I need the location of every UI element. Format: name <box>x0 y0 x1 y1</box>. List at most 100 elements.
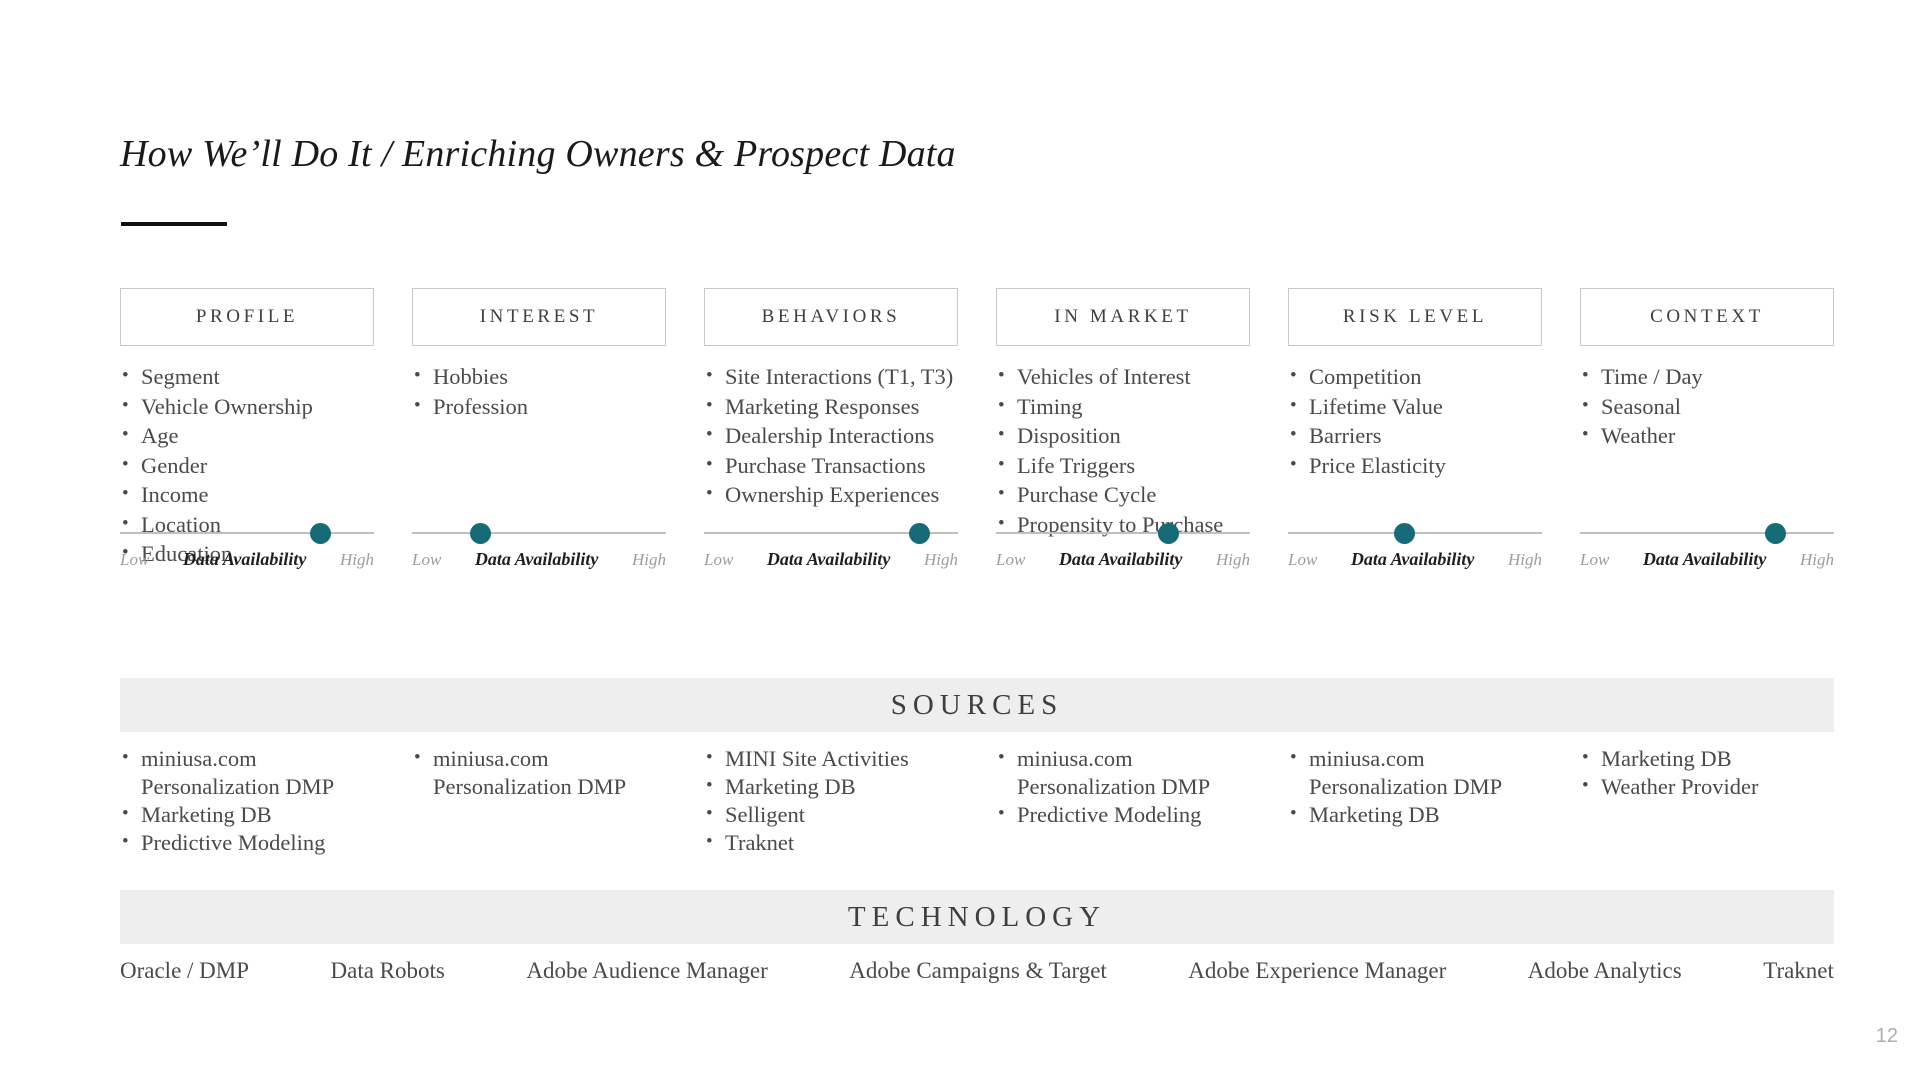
list-item: Vehicle Ownership <box>120 391 374 422</box>
slider-track[interactable] <box>704 523 958 544</box>
list-item: Purchase Transactions <box>704 450 958 481</box>
list-item: Purchase Cycle <box>996 479 1250 510</box>
slider-track[interactable] <box>1288 523 1542 544</box>
attribute-list: HobbiesProfession <box>412 361 666 422</box>
slider-handle[interactable] <box>1765 523 1787 544</box>
source-item: Marketing DB <box>120 800 374 829</box>
slider-line <box>120 532 374 534</box>
list-item: Life Triggers <box>996 450 1250 481</box>
source-list: miniusa.com Personalization DMPPredictiv… <box>996 744 1250 857</box>
slider-mid-label: Data Availability <box>766 549 891 569</box>
list-item: Profession <box>412 391 666 422</box>
category-header-profile[interactable]: PROFILE <box>120 288 374 346</box>
category-column: INTEREST HobbiesProfessionLowData Availab… <box>412 288 666 569</box>
slider-high-label: High <box>339 550 374 569</box>
category-header-label: IN MARKET <box>1054 306 1192 327</box>
source-item: Selligent <box>704 800 958 829</box>
list-item: Income <box>120 479 374 510</box>
slider-labels: Low Data Availability High <box>120 549 374 570</box>
slider-mid-label: Data Availability <box>182 549 307 569</box>
category-header-risk-level[interactable]: RISK LEVEL <box>1288 288 1542 346</box>
list-item: Lifetime Value <box>1288 391 1542 422</box>
source-item: Traknet <box>704 828 958 857</box>
source-item: miniusa.com Personalization DMP <box>412 744 666 801</box>
slider-handle[interactable] <box>1394 523 1416 544</box>
data-availability-slider[interactable]: Low Data Availability High <box>1288 523 1542 570</box>
category-header-label: PROFILE <box>195 306 299 327</box>
slider-labels: Low Data Availability High <box>1288 549 1542 570</box>
slider-mid-label: Data Availability <box>1350 549 1475 569</box>
category-column: BEHAVIORSSite Interactions (T1, T3)Marke… <box>704 288 958 569</box>
technology-band-label: TECHNOLOGY <box>847 900 1107 933</box>
slider-low-label: Low <box>1288 550 1318 569</box>
slider-track[interactable] <box>120 523 374 544</box>
slider-handle[interactable] <box>909 523 931 544</box>
slider-high-label: High <box>631 550 666 569</box>
technology-row: Oracle / DMP Data Robots Adobe Audience Ma… <box>120 958 1834 984</box>
slider-low-label: Low <box>996 550 1026 569</box>
slider-high-label: High <box>1507 550 1542 569</box>
source-item: MINI Site Activities <box>704 744 958 773</box>
category-header-label: CONTEXT <box>1650 306 1764 327</box>
list-item: Ownership Experiences <box>704 479 958 510</box>
list-item: Dealership Interactions <box>704 420 958 451</box>
list-item: Hobbies <box>412 361 666 392</box>
slider-track[interactable] <box>1580 523 1834 544</box>
technology-item: Data Robots <box>330 958 445 983</box>
page-title: How We’ll Do It / Enriching Owners & Pro… <box>120 133 956 175</box>
category-column: CONTEXTTime / DaySeasonalWeatherLowData … <box>1580 288 1834 569</box>
category-column: PROFILE SegmentVehicle OwnershipAgeGender… <box>120 288 374 569</box>
slider-track[interactable] <box>996 523 1250 544</box>
category-columns: PROFILE SegmentVehicle OwnershipAgeGender… <box>120 288 1834 569</box>
slider-mid-label: Data Availability <box>1642 549 1767 569</box>
source-item: miniusa.com Personalization DMP <box>120 744 374 801</box>
slider-line <box>1580 532 1834 534</box>
list-item: Weather <box>1580 420 1834 451</box>
list-item: Gender <box>120 450 374 481</box>
category-header-behaviors[interactable]: BEHAVIORS <box>704 288 958 346</box>
list-item: Seasonal <box>1580 391 1834 422</box>
slider-handle[interactable] <box>310 523 332 544</box>
slider-handle[interactable] <box>1158 523 1180 544</box>
attribute-list: CompetitionLifetime ValueBarriersPrice E… <box>1288 361 1542 480</box>
technology-item: Adobe Campaigns & Target <box>849 958 1107 983</box>
title-underline-rule <box>121 222 227 226</box>
slider-line <box>996 532 1250 534</box>
attribute-list: SegmentVehicle OwnershipAgeGenderIncomeL… <box>120 361 374 569</box>
data-availability-slider[interactable]: Low Data Availability High <box>120 523 374 570</box>
category-header-label: BEHAVIORS <box>761 306 901 327</box>
source-item: Marketing DB <box>704 772 958 801</box>
sources-band: SOURCES <box>120 678 1834 732</box>
technology-item: Oracle / DMP <box>120 958 250 983</box>
list-item: Vehicles of Interest <box>996 361 1250 392</box>
category-header-interest[interactable]: INTEREST <box>412 288 666 346</box>
category-header-context[interactable]: CONTEXT <box>1580 288 1834 346</box>
list-item: Site Interactions (T1, T3) <box>704 361 958 392</box>
source-item: miniusa.com Personalization DMP <box>1288 744 1542 801</box>
list-item: Segment <box>120 361 374 392</box>
slider-handle[interactable] <box>470 523 492 544</box>
source-list: miniusa.com Personalization DMPMarketing… <box>120 744 374 857</box>
technology-item: Adobe Experience Manager <box>1188 958 1447 983</box>
slider-high-label: High <box>1799 550 1834 569</box>
category-column: IN MARKETVehicles of InterestTimingDispo… <box>996 288 1250 569</box>
slider-track[interactable] <box>412 523 666 544</box>
list-item: Competition <box>1288 361 1542 392</box>
source-item: Predictive Modeling <box>996 800 1250 829</box>
list-item: Age <box>120 420 374 451</box>
category-header-in-market[interactable]: IN MARKET <box>996 288 1250 346</box>
technology-item: Adobe Audience Manager <box>526 958 768 983</box>
attribute-list: Time / DaySeasonalWeather <box>1580 361 1834 451</box>
slider-low-label: Low <box>120 550 150 569</box>
source-item: Weather Provider <box>1580 772 1834 801</box>
list-item: Time / Day <box>1580 361 1834 392</box>
list-item: Education <box>120 538 374 569</box>
page-number: 12 <box>1875 1025 1898 1047</box>
